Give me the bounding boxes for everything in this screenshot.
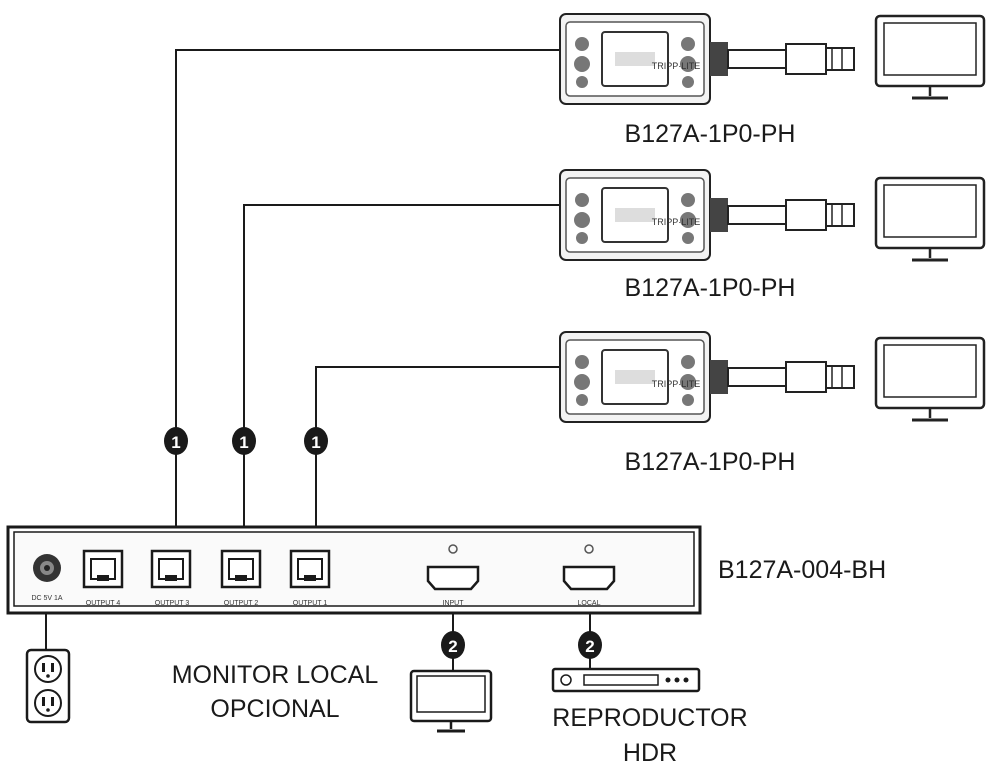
receiver-logo: TRIPP·LITE — [652, 61, 701, 71]
power-outlet-icon — [25, 648, 71, 724]
receiver-2-monitor-icon — [874, 176, 986, 262]
svg-text:1: 1 — [171, 433, 180, 452]
player-label-line2: HDR — [623, 739, 677, 767]
receiver-logo: TRIPP·LITE — [652, 379, 701, 389]
svg-text:2: 2 — [585, 637, 594, 656]
marker-1-output-2: 1 — [232, 427, 256, 455]
port-hdmi-input — [426, 565, 480, 591]
hdr-player-icon — [551, 667, 701, 693]
local-monitor-icon — [409, 669, 493, 733]
receiver-3: TRIPP·LITE — [559, 331, 855, 423]
port-output-1-label: OUTPUT 1 — [293, 600, 328, 607]
port-input-label: INPUT — [443, 600, 465, 607]
receiver-1-monitor-icon — [874, 14, 986, 100]
marker-2-input: 2 — [441, 631, 465, 659]
receiver-1-model-label: B127A-1P0-PH — [625, 120, 796, 148]
port-output-3 — [150, 549, 192, 589]
svg-text:1: 1 — [239, 433, 248, 452]
local-monitor-label-line2: OPCIONAL — [210, 695, 339, 723]
player-label-line1: REPRODUCTOR — [552, 704, 747, 732]
port-output-2-label: OUTPUT 2 — [224, 600, 259, 607]
receiver-3-model-label: B127A-1P0-PH — [625, 448, 796, 476]
cable-output-1 — [315, 366, 560, 548]
input-led-icon — [448, 544, 458, 554]
port-output-2 — [220, 549, 262, 589]
svg-text:2: 2 — [448, 637, 457, 656]
port-output-3-label: OUTPUT 3 — [155, 600, 190, 607]
cat6-cables — [175, 49, 560, 548]
receiver-logo: TRIPP·LITE — [652, 217, 701, 227]
local-led-icon — [584, 544, 594, 554]
power-jack-icon — [33, 554, 61, 582]
receiver-3-monitor-icon — [874, 336, 986, 422]
cable-output-3 — [175, 49, 560, 548]
receiver-2-model-label: B127A-1P0-PH — [625, 274, 796, 302]
svg-text:1: 1 — [311, 433, 320, 452]
marker-1-output-3: 1 — [164, 427, 188, 455]
local-monitor-label-line1: MONITOR LOCAL — [172, 661, 379, 689]
marker-1-output-1: 1 — [304, 427, 328, 455]
port-output-1 — [289, 549, 331, 589]
receiver-1: TRIPP·LITE — [559, 13, 855, 105]
transmitter-unit: DC 5V 1A OUTPUT 4 OUTPUT 3 OUTPUT 2 OUTP… — [6, 525, 702, 615]
power-port-label: DC 5V 1A — [31, 595, 62, 602]
port-local-label: LOCAL — [578, 600, 601, 607]
port-output-4-label: OUTPUT 4 — [86, 600, 121, 607]
port-output-4 — [82, 549, 124, 589]
port-hdmi-local — [562, 565, 616, 591]
transmitter-model-label: B127A-004-BH — [718, 556, 886, 584]
cable-output-2 — [243, 204, 560, 548]
marker-2-local: 2 — [578, 631, 602, 659]
receiver-2: TRIPP·LITE — [559, 169, 855, 261]
